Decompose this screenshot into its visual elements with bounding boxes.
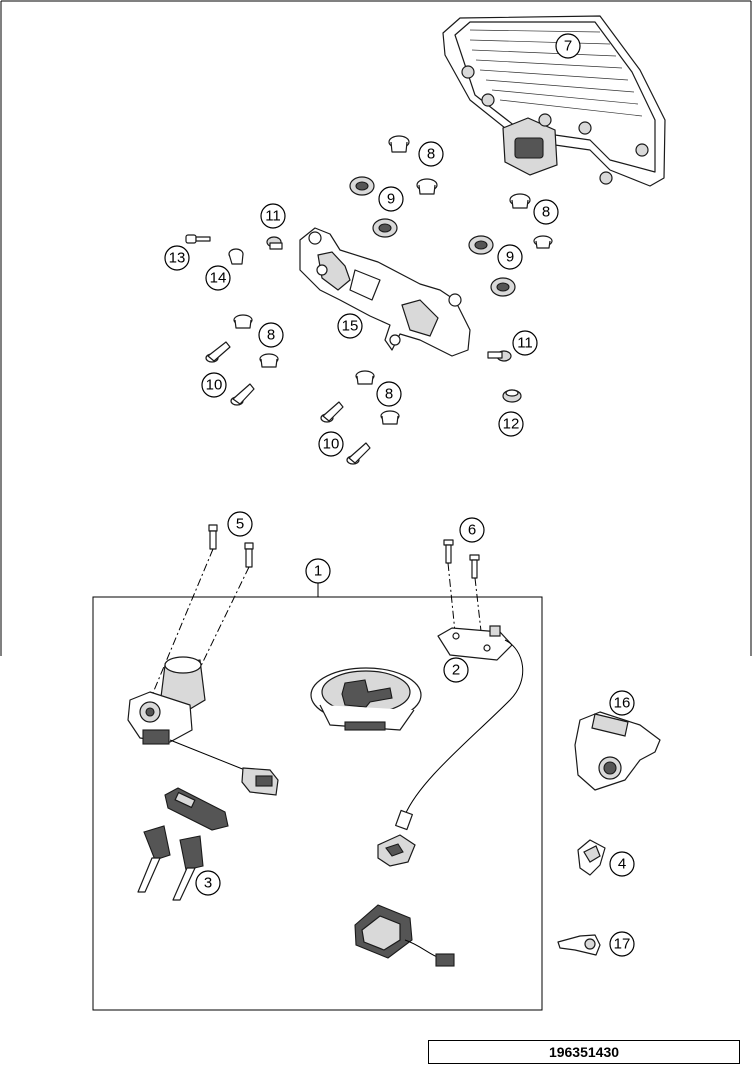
screws-5 — [149, 524, 254, 706]
svg-text:11: 11 — [517, 335, 533, 352]
svg-text:6: 6 — [468, 522, 476, 539]
svg-text:4: 4 — [618, 856, 626, 873]
svg-text:5: 5 — [236, 516, 244, 533]
callout-13: 13 — [164, 245, 190, 271]
sleeve-8-top — [388, 135, 410, 153]
grommet-12 — [502, 389, 522, 403]
outer-frame — [0, 0, 752, 656]
screw-13 — [185, 234, 211, 244]
sleeve-8-mid — [416, 178, 438, 195]
screw-11-right — [487, 350, 512, 362]
callout-10-bottom: 10 — [318, 431, 344, 457]
callout-4: 4 — [609, 851, 635, 877]
svg-text:17: 17 — [614, 936, 631, 953]
key-blank — [164, 787, 229, 831]
bushing-14 — [228, 248, 244, 265]
svg-text:8: 8 — [385, 386, 393, 403]
callout-8-left: 8 — [258, 322, 284, 348]
bolt-10-c — [320, 401, 344, 423]
svg-text:9: 9 — [387, 191, 395, 208]
callout-12: 12 — [498, 411, 524, 437]
drawing-number: 196351430 — [428, 1040, 740, 1064]
keys — [137, 825, 204, 901]
kit-frame — [92, 583, 543, 1011]
immobilizer-control-unit — [354, 904, 455, 967]
callout-1: 1 — [305, 558, 331, 584]
ignition-lock — [127, 656, 279, 796]
callout-5: 5 — [227, 511, 253, 537]
damper-9-d — [490, 277, 516, 297]
retaining-clip — [377, 834, 416, 867]
callout-9-right: 9 — [497, 244, 523, 270]
sleeve-8-lower-a — [233, 314, 253, 329]
callout-11-right: 11 — [512, 330, 538, 356]
callout-11-left: 11 — [260, 203, 286, 229]
damper-9-c — [468, 235, 494, 255]
svg-text:16: 16 — [614, 695, 631, 712]
instrument-holder-bracket — [299, 227, 471, 357]
svg-text:2: 2 — [452, 662, 460, 679]
svg-text:8: 8 — [542, 204, 550, 221]
sleeve-8-right — [509, 193, 531, 209]
callout-8-bottom: 8 — [376, 381, 402, 407]
svg-text:12: 12 — [503, 416, 520, 433]
screw-11-left — [266, 236, 283, 250]
bolt-10-a — [205, 341, 231, 363]
callout-9-left: 9 — [378, 186, 404, 212]
damper-9-a — [349, 176, 375, 196]
bolt-10-b — [230, 383, 255, 406]
callout-16: 16 — [609, 690, 635, 716]
callout-7: 7 — [555, 33, 581, 59]
bolt-10-d — [346, 442, 371, 465]
svg-text:1: 1 — [314, 563, 322, 580]
svg-text:8: 8 — [427, 146, 435, 163]
svg-text:9: 9 — [506, 249, 514, 266]
svg-text:10: 10 — [323, 436, 340, 453]
fuel-cap-sensor — [395, 625, 524, 831]
callout-17: 17 — [609, 931, 635, 957]
svg-text:13: 13 — [169, 250, 186, 267]
bracket-17 — [557, 934, 601, 956]
bracket-4 — [577, 839, 606, 876]
damper-9-b — [372, 218, 398, 238]
callout-8-right: 8 — [533, 199, 559, 225]
callout-14: 14 — [205, 265, 231, 291]
sleeve-8-lower-b — [259, 353, 279, 368]
callout-2: 2 — [443, 657, 469, 683]
svg-text:15: 15 — [342, 318, 359, 335]
sleeve-8-right-lower — [533, 235, 553, 249]
callout-8-top: 8 — [418, 141, 444, 167]
svg-text:11: 11 — [265, 208, 281, 225]
sleeve-8-lower-d — [380, 410, 400, 425]
instrument-cluster — [442, 15, 666, 187]
fuel-tank-cap — [310, 667, 422, 731]
callout-10-left: 10 — [201, 372, 227, 398]
svg-text:14: 14 — [210, 270, 227, 287]
svg-text:7: 7 — [564, 38, 572, 55]
screws-6 — [443, 539, 483, 641]
svg-text:10: 10 — [206, 377, 223, 394]
svg-text:3: 3 — [204, 875, 212, 892]
svg-text:8: 8 — [267, 327, 275, 344]
callout-6: 6 — [459, 517, 485, 543]
lock-cover-16 — [574, 711, 661, 791]
callout-3: 3 — [195, 870, 221, 896]
callout-15: 15 — [337, 313, 363, 339]
sleeve-8-lower-c — [355, 370, 375, 385]
